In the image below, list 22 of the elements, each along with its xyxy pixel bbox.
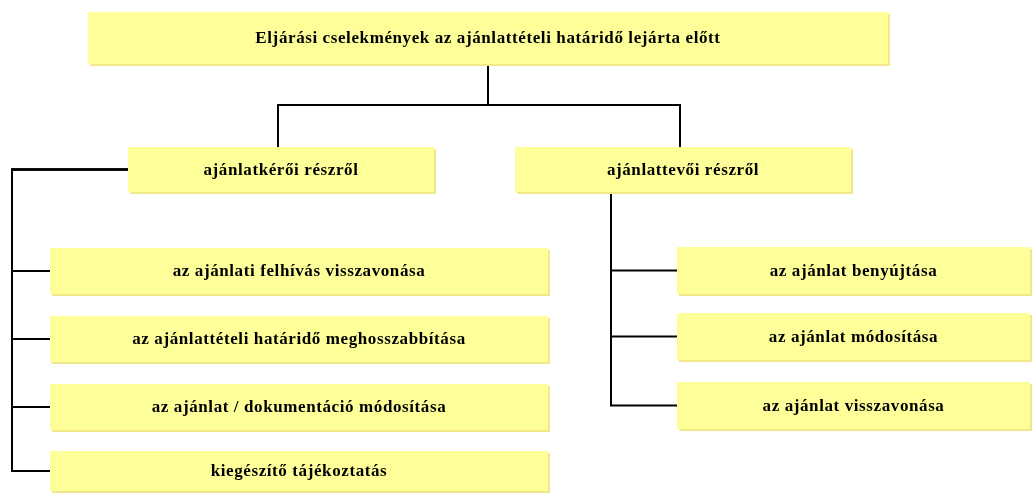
box-label: kiegészítő tájékoztatás bbox=[210, 461, 388, 481]
box-label: az ajánlattételi határidő meghosszabbítása bbox=[132, 329, 466, 349]
label-box bbox=[677, 313, 1030, 360]
box-label: az ajánlat visszavonása bbox=[762, 395, 945, 416]
label-box bbox=[50, 248, 548, 294]
connector-line bbox=[610, 191, 678, 407]
box-label: Eljárási cselekmények az ajánlattételi határidő lejárta előtt bbox=[255, 28, 721, 48]
box-label: ajánlattevői részről bbox=[606, 159, 760, 180]
box-label: az ajánlat módosítása bbox=[768, 326, 939, 347]
box-label: az ajánlati felhívás visszavonása bbox=[172, 261, 426, 281]
label-box bbox=[50, 451, 548, 491]
label-box bbox=[515, 147, 851, 192]
label-box bbox=[50, 384, 548, 430]
connector-line bbox=[11, 168, 129, 472]
label-box bbox=[677, 247, 1030, 294]
box-label: ajánlatkérői részről bbox=[203, 159, 359, 180]
label-box bbox=[50, 316, 548, 362]
label-box bbox=[128, 147, 434, 192]
box-label: az ajánlat / dokumentáció módosítása bbox=[151, 397, 447, 417]
box-label: az ajánlat benyújtása bbox=[769, 260, 938, 281]
label-box bbox=[677, 382, 1030, 429]
label-box bbox=[88, 12, 888, 64]
